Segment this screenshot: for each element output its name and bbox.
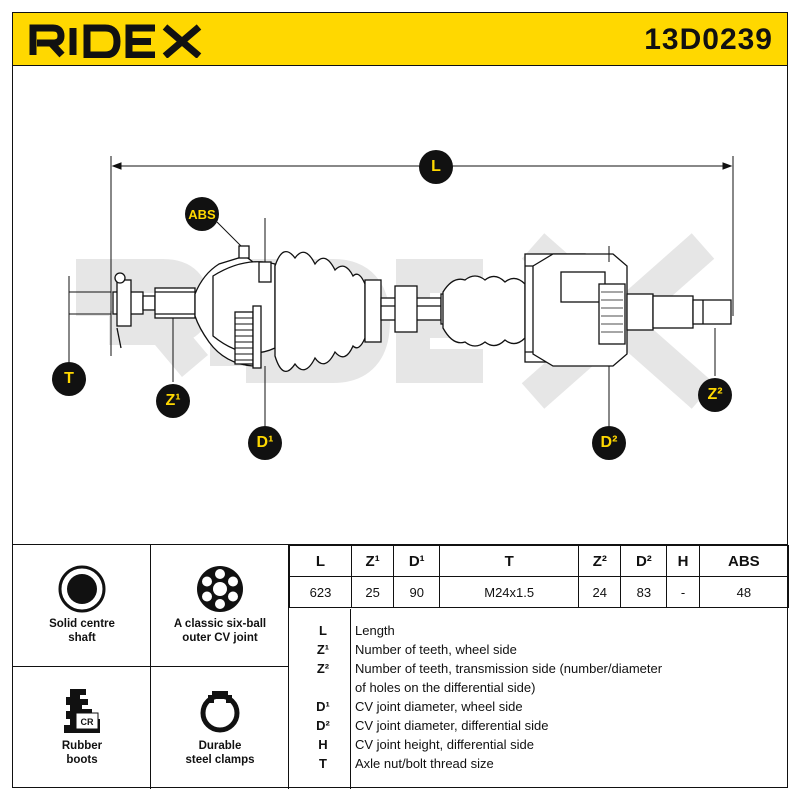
divider (350, 609, 351, 789)
technical-drawing: L ABS T Z¹ D¹ D² Z² (12, 66, 788, 544)
spec-value-cell: 90 (393, 576, 441, 608)
solid-shaft-icon (58, 565, 106, 613)
legend-symbol: Z¹ (316, 642, 330, 657)
legend-symbol: L (319, 623, 327, 638)
spec-header-cell: L (289, 545, 352, 577)
spec-header-cell: ABS (698, 545, 790, 577)
feature-caption: A classic six-ball outer CV joint (173, 618, 267, 644)
legend-symbol: Z² (316, 661, 330, 676)
spec-value-cell: 83 (620, 576, 668, 608)
legend-text: of holes on the differential side) (355, 680, 536, 695)
legend-text: Number of teeth, transmission side (numb… (355, 661, 663, 676)
spec-value-cell: M24x1.5 (439, 576, 580, 608)
legend-symbol: D¹ (316, 699, 330, 714)
rubber-boot-icon: CR (64, 689, 100, 733)
feature-caption: Rubber boots (61, 740, 103, 766)
product-sheet: 13D0239 (12, 12, 790, 789)
feature-steel-clamps: Durable steel clamps (151, 667, 289, 787)
spec-header-cell: D¹ (393, 545, 441, 577)
spec-value-cell: 623 (289, 576, 352, 608)
spec-value-cell: 24 (578, 576, 622, 608)
feature-caption: Solid centre shaft (49, 618, 115, 644)
legend-text: Number of teeth, wheel side (355, 642, 517, 657)
six-ball-cv-joint-icon (197, 566, 243, 612)
spec-table-header-row: L Z¹ D¹ T Z² D² H ABS (289, 545, 790, 577)
z1-callout-badge: Z¹ (156, 384, 190, 418)
drive-shaft-drawing (68, 156, 734, 426)
dimension-leaders (68, 218, 716, 426)
legend-symbol: H (318, 737, 328, 752)
legend: L Length Z¹ Number of teeth, wheel side … (289, 609, 789, 789)
cr-badge-text: CR (81, 717, 94, 727)
part-number: 13D0239 (644, 23, 773, 56)
thread-callout-badge: T (52, 362, 86, 396)
spec-header-cell: H (666, 545, 700, 577)
spec-header-cell: Z¹ (350, 545, 395, 577)
d2-callout-badge: D² (592, 426, 626, 460)
spec-table-value-row: 623 25 90 M24x1.5 24 83 - 48 (289, 576, 790, 608)
divider (150, 545, 151, 789)
legend-text: Axle nut/bolt thread size (355, 756, 494, 771)
feature-solid-shaft: Solid centre shaft (13, 545, 151, 665)
feature-caption: Durable steel clamps (185, 740, 255, 766)
divider (13, 666, 289, 667)
feature-rubber-boots: CR Rubber boots (13, 667, 151, 787)
legend-text: CV joint diameter, wheel side (355, 699, 523, 714)
d1-callout-badge: D¹ (248, 426, 282, 460)
legend-symbol: D² (316, 718, 330, 733)
spec-value-cell: - (666, 576, 700, 608)
legend-text: Length (355, 623, 395, 638)
length-callout-badge: L (419, 150, 453, 184)
legend-symbol: T (319, 756, 327, 771)
feature-six-ball-joint: A classic six-ball outer CV joint (151, 545, 289, 665)
legend-text: CV joint height, differential side (355, 737, 534, 752)
spec-header-cell: D² (620, 545, 668, 577)
abs-callout-badge: ABS (185, 197, 219, 231)
spec-value-cell: 25 (350, 576, 395, 608)
legend-text: CV joint diameter, differential side (355, 718, 549, 733)
steel-clamp-icon (200, 691, 240, 733)
z2-callout-badge: Z² (698, 378, 732, 412)
brand-logo (29, 24, 202, 58)
spec-value-cell: 48 (698, 576, 790, 608)
spec-table: L Z¹ D¹ T Z² D² H ABS 623 25 90 M24x1.5 … (289, 545, 790, 608)
shaft-assembly (112, 245, 732, 372)
spec-panel: Solid centre shaft A classic six-ball ou… (12, 544, 790, 789)
spec-header-cell: T (439, 545, 580, 577)
header-bar: 13D0239 (12, 12, 788, 66)
divider (288, 545, 289, 789)
length-dimension (110, 156, 734, 356)
spec-header-cell: Z² (578, 545, 622, 577)
